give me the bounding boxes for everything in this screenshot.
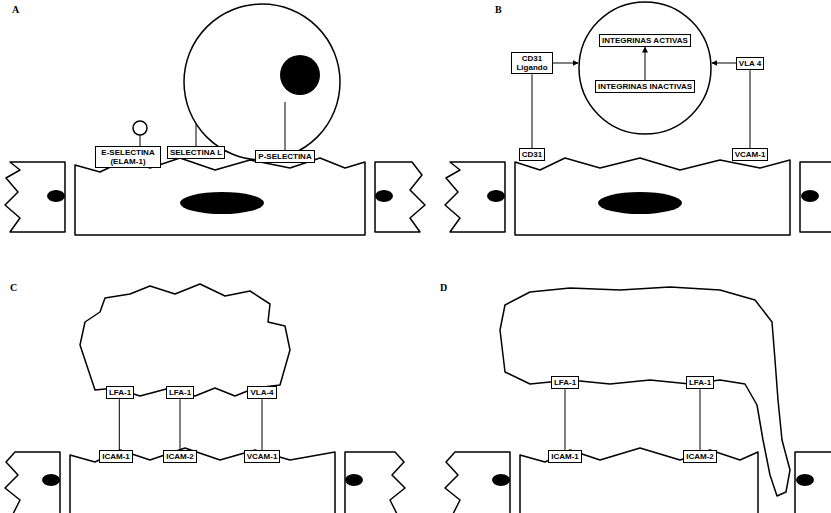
molecule-name: P-SELECTINA <box>258 152 311 161</box>
binding-line <box>750 70 751 148</box>
endothelial-cell <box>515 158 790 235</box>
endothelial-cell <box>445 162 505 232</box>
endothelial-cell <box>75 158 365 235</box>
panel-letter: C <box>10 282 17 293</box>
molecule-label: VCAM-1 <box>732 148 769 161</box>
endothelial-cell <box>5 162 65 232</box>
molecule-label: VLA 4 <box>736 57 764 70</box>
binding-line <box>119 399 120 450</box>
leukocyte <box>184 4 340 160</box>
binding-line <box>564 389 565 450</box>
molecule-name: SELECTINA L <box>170 148 222 157</box>
binding-line <box>645 47 646 80</box>
molecule-name: CD31 Ligando <box>514 54 550 72</box>
leukocyte <box>80 284 290 396</box>
molecule-name: ICAM-1 <box>102 452 130 461</box>
molecule-label: CD31 <box>519 148 545 161</box>
integrin-activation-circle <box>579 2 711 134</box>
nucleus <box>280 55 320 95</box>
nucleus <box>345 474 363 486</box>
molecule-name: E-SELECTINA (ELAM-1) <box>98 148 158 166</box>
molecule-label: LFA-1 <box>106 386 134 399</box>
molecule-name: VCAM-1 <box>735 150 766 159</box>
nucleus <box>42 474 60 486</box>
molecule-name: LFA-1 <box>689 378 711 387</box>
molecule-label: ICAM-1 <box>99 450 133 463</box>
binding-line <box>531 74 532 148</box>
nucleus <box>492 474 510 486</box>
endothelial-cell <box>445 452 510 513</box>
activation-arrow <box>549 63 578 64</box>
molecule-name: INTEGRINAS INACTIVAS <box>598 82 692 91</box>
nucleus <box>375 190 393 202</box>
endothelial-cell <box>800 162 831 232</box>
molecule-label: P-SELECTINA <box>255 150 314 163</box>
panel-letter: D <box>440 282 447 293</box>
binding-line <box>699 389 700 450</box>
molecule-name: ICAM-2 <box>166 452 194 461</box>
molecule-name: INTEGRINAS ACTIVAS <box>602 36 688 45</box>
molecule-label: VLA-4 <box>247 386 276 399</box>
molecule-label: VCAM-1 <box>244 450 281 463</box>
endothelial-cell <box>375 162 425 232</box>
nucleus <box>598 192 682 214</box>
endothelial-cell <box>520 448 758 513</box>
molecule-name: VLA-4 <box>250 388 273 397</box>
molecule-label: LFA-1 <box>166 386 194 399</box>
molecule-label: ICAM-1 <box>548 450 582 463</box>
panel-letter: A <box>12 4 19 15</box>
molecule-label: SELECTINA L <box>167 146 225 159</box>
nucleus <box>801 190 819 202</box>
molecule-name: CD31 <box>522 150 542 159</box>
molecule-label: ICAM-2 <box>683 450 717 463</box>
molecule-label: ICAM-2 <box>163 450 197 463</box>
molecule-name: LFA-1 <box>169 388 191 397</box>
activation-arrow <box>712 63 738 64</box>
endothelial-cell <box>795 452 831 513</box>
nucleus <box>796 474 814 486</box>
molecule-name: VLA 4 <box>739 59 761 68</box>
nucleus <box>180 192 264 214</box>
molecule-label: INTEGRINAS INACTIVAS <box>595 80 695 93</box>
molecule-name: ICAM-2 <box>686 452 714 461</box>
platelet <box>133 121 147 135</box>
binding-line <box>262 399 263 450</box>
molecule-name: LFA-1 <box>554 378 576 387</box>
endothelial-cell <box>345 452 405 513</box>
nucleus <box>47 190 65 202</box>
molecule-name: ICAM-1 <box>551 452 579 461</box>
nucleus <box>487 190 505 202</box>
molecule-label: LFA-1 <box>686 376 714 389</box>
molecule-label: CD31 Ligando <box>511 52 553 74</box>
molecule-label: INTEGRINAS ACTIVAS <box>599 34 691 47</box>
endothelial-cell <box>70 448 335 513</box>
migrating-leukocyte <box>500 287 790 496</box>
molecule-name: LFA-1 <box>109 388 131 397</box>
molecule-label: LFA-1 <box>551 376 579 389</box>
endothelial-cell <box>5 452 60 513</box>
molecule-name: VCAM-1 <box>247 452 278 461</box>
leader-line <box>285 102 286 154</box>
molecule-label: E-SELECTINA (ELAM-1) <box>95 146 161 168</box>
binding-line <box>179 399 180 450</box>
panel-letter: B <box>495 4 502 15</box>
